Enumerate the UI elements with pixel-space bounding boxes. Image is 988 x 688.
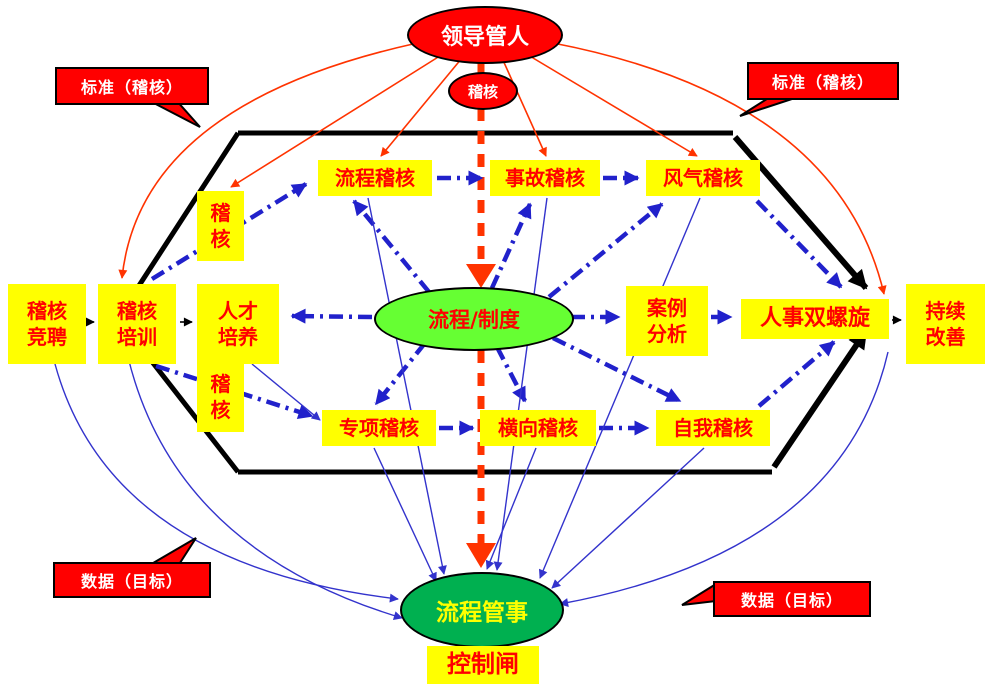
node-horizontal-audit: 横向稽核 xyxy=(480,410,596,446)
node-label: 人才 培养 xyxy=(218,299,258,349)
node-control-gate: 控制闸 xyxy=(427,646,539,684)
node-audit-recruit: 稽核 竞聘 xyxy=(8,284,86,364)
node-label: 稽 核 xyxy=(210,201,231,251)
node-audit-upper: 稽 核 xyxy=(197,191,244,261)
node-label: 案例 分析 xyxy=(647,296,687,346)
banner-standard-right: 标准（稽核） xyxy=(747,62,899,100)
leader-arrows xyxy=(118,42,887,295)
dashdot-network xyxy=(150,170,843,436)
node-label: 流程稽核 xyxy=(335,166,415,190)
node-talent-dev: 人才 培养 xyxy=(197,284,279,364)
node-label: 风气稽核 xyxy=(663,166,743,190)
node-label: 稽核 竞聘 xyxy=(27,299,67,349)
leader-ellipse-label: 领导管人 xyxy=(440,25,529,50)
banner-standard-left: 标准（稽核） xyxy=(55,67,209,105)
audit-ellipse-label: 稽核 xyxy=(467,82,498,101)
banner-label: 标准（稽核） xyxy=(80,78,183,97)
node-accident-audit: 事故稽核 xyxy=(490,160,600,196)
process-manage-label: 流程管事 xyxy=(436,600,528,626)
node-label: 专项稽核 xyxy=(339,416,419,440)
banner-tails xyxy=(144,96,799,606)
node-label: 稽 核 xyxy=(210,372,231,422)
banner-data-right: 数据（目标） xyxy=(713,581,871,617)
node-hr-double-helix: 人事双螺旋 xyxy=(741,299,889,339)
node-continuous-improve: 持续 改善 xyxy=(906,284,985,364)
banner-data-left: 数据（目标） xyxy=(53,562,211,598)
node-label: 事故稽核 xyxy=(505,166,585,190)
banner-label: 标准（稽核） xyxy=(771,73,874,92)
data-lines xyxy=(54,197,889,620)
node-label: 控制闸 xyxy=(447,650,519,679)
node-label: 自我稽核 xyxy=(673,416,753,440)
process-manage-ellipse: 流程管事 xyxy=(400,572,564,648)
process-system-label: 流程/制度 xyxy=(428,308,520,332)
node-climate-audit: 风气稽核 xyxy=(646,160,760,196)
audit-ellipse: 稽核 xyxy=(448,72,518,110)
node-label: 人事双螺旋 xyxy=(759,305,870,331)
process-system-ellipse: 流程/制度 xyxy=(374,287,574,351)
node-special-audit: 专项稽核 xyxy=(322,410,436,446)
banner-label: 数据（目标） xyxy=(740,591,843,610)
node-process-audit: 流程稽核 xyxy=(318,160,432,196)
node-label: 持续 改善 xyxy=(925,299,966,349)
leader-ellipse: 领导管人 xyxy=(407,6,563,64)
node-label: 稽核 培训 xyxy=(117,299,157,349)
node-audit-training: 稽核 培训 xyxy=(98,284,176,364)
black-arrows xyxy=(85,315,902,327)
node-case-analysis: 案例 分析 xyxy=(626,286,708,356)
node-audit-lower: 稽 核 xyxy=(197,362,244,432)
node-label: 横向稽核 xyxy=(498,416,578,440)
banner-label: 数据（目标） xyxy=(80,572,183,591)
node-self-audit: 自我稽核 xyxy=(656,410,770,446)
